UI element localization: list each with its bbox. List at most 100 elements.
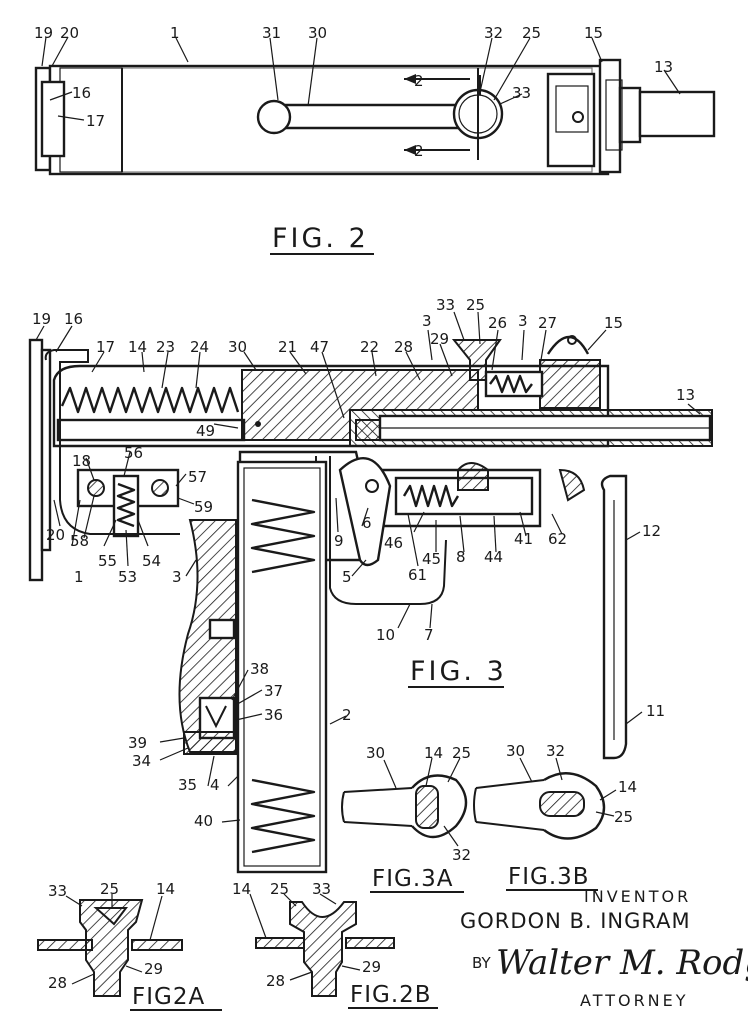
label: 37 — [264, 682, 283, 700]
label: 62 — [548, 530, 567, 548]
label: 39 — [128, 734, 147, 752]
label: 29 — [362, 958, 381, 976]
label: 2 — [342, 706, 352, 724]
by-label: BY — [472, 954, 491, 972]
label: 44 — [484, 548, 503, 566]
label: 27 — [538, 314, 557, 332]
fig2b-title: FIG.2B — [348, 982, 438, 1009]
label: 33 — [436, 296, 455, 314]
recoil-spring — [60, 386, 240, 414]
fig3-leaders — [35, 311, 701, 823]
figure-title: FIG. 2 — [272, 223, 369, 254]
fig3a-title: FIG.3A — [370, 866, 464, 893]
fig2-title: FIG. 2 — [270, 223, 374, 255]
label: 9 — [334, 532, 344, 550]
label: 46 — [384, 534, 403, 552]
label: 16 — [72, 84, 91, 102]
fig3a-labels: 30 14 25 32 — [366, 744, 471, 864]
label: 26 — [488, 314, 507, 332]
fig3-labels: 19 16 17 14 23 24 30 21 47 22 28 3 29 33… — [32, 296, 695, 830]
label: 32 — [546, 742, 565, 760]
fig2-top-view — [34, 58, 716, 176]
label: 24 — [190, 338, 209, 356]
label: 34 — [132, 752, 151, 770]
label: 28 — [394, 338, 413, 356]
barrel — [638, 90, 716, 138]
trigger-guard — [329, 456, 447, 605]
label: 13 — [676, 386, 695, 404]
inventor-title: INVENTOR — [584, 887, 691, 906]
label: 33 — [48, 882, 67, 900]
label: 25 — [270, 880, 289, 898]
fig3-section-view — [28, 335, 713, 874]
label: 25 — [100, 880, 119, 898]
figure-title: FIG. 3 — [410, 656, 507, 687]
fig2a-leaders — [65, 894, 163, 985]
label: 17 — [86, 112, 105, 130]
label: 30 — [366, 744, 385, 762]
figure-title: FIG2A — [132, 984, 205, 1010]
fig2a-title: FIG2A — [130, 984, 222, 1011]
label: 33 — [312, 880, 331, 898]
front-sight-block — [539, 359, 601, 409]
label: 35 — [178, 776, 197, 794]
label: 23 — [156, 338, 175, 356]
label: 61 — [408, 566, 427, 584]
label: 10 — [376, 626, 395, 644]
magazine-spring-upper — [250, 498, 316, 574]
label: 8 — [456, 548, 466, 566]
label: 11 — [646, 702, 665, 720]
guide-rod — [56, 418, 246, 442]
label: 25 — [522, 24, 541, 42]
magazine-spring-lower — [250, 778, 316, 854]
fig2a-labels: 33 25 14 28 29 — [48, 880, 175, 992]
label: 17 — [96, 338, 115, 356]
label: 14 — [128, 338, 147, 356]
inventor-caption: INVENTOR GORDON B. INGRAM BY Walter M. R… — [460, 887, 748, 1010]
label: 3 — [518, 312, 528, 330]
fig2-leaders — [41, 36, 681, 121]
label: 15 — [604, 314, 623, 332]
label: 59 — [194, 498, 213, 516]
fig2a-section — [37, 899, 183, 997]
label: 40 — [194, 812, 213, 830]
label: 25 — [452, 744, 471, 762]
attorney-signature: Walter M. Rodgers — [496, 943, 748, 983]
fig3a-section — [341, 774, 468, 839]
fig2b-section — [255, 901, 395, 997]
cocking-slot — [268, 103, 462, 130]
cocking-button-2b — [289, 901, 357, 997]
label: 19 — [32, 310, 51, 328]
end-cap — [40, 80, 66, 158]
label: 45 — [422, 550, 441, 568]
label: 57 — [188, 468, 207, 486]
label: 12 — [642, 522, 661, 540]
label: 18 — [72, 452, 91, 470]
label: 30 — [228, 338, 247, 356]
figure-title: FIG.2B — [350, 982, 432, 1008]
label: 55 — [98, 552, 117, 570]
fig3b-section — [473, 772, 606, 840]
fig3b-title: FIG.3B — [506, 864, 598, 891]
label: 14 — [156, 880, 175, 898]
fig3a-leaders — [383, 757, 461, 847]
attorney-title: ATTORNEY — [580, 991, 689, 1010]
label: 29 — [144, 960, 163, 978]
figure-title: FIG.3B — [508, 864, 590, 890]
fig2b-labels: 14 25 33 28 29 — [232, 880, 381, 990]
label: 14 — [618, 778, 637, 796]
label: 53 — [118, 568, 137, 586]
label: 14 — [424, 744, 443, 762]
label: 19 — [34, 24, 53, 42]
magazine-catch — [183, 731, 237, 755]
label: 22 — [360, 338, 379, 356]
figure-title: FIG.3A — [372, 866, 454, 892]
label: 4 — [210, 776, 220, 794]
label: 36 — [264, 706, 283, 724]
label: 47 — [310, 338, 329, 356]
label: 14 — [232, 880, 251, 898]
fig3b-labels: 30 32 14 25 — [506, 742, 637, 826]
label: 1 — [74, 568, 84, 586]
label: 5 — [342, 568, 352, 586]
barrel-nut — [598, 58, 622, 174]
